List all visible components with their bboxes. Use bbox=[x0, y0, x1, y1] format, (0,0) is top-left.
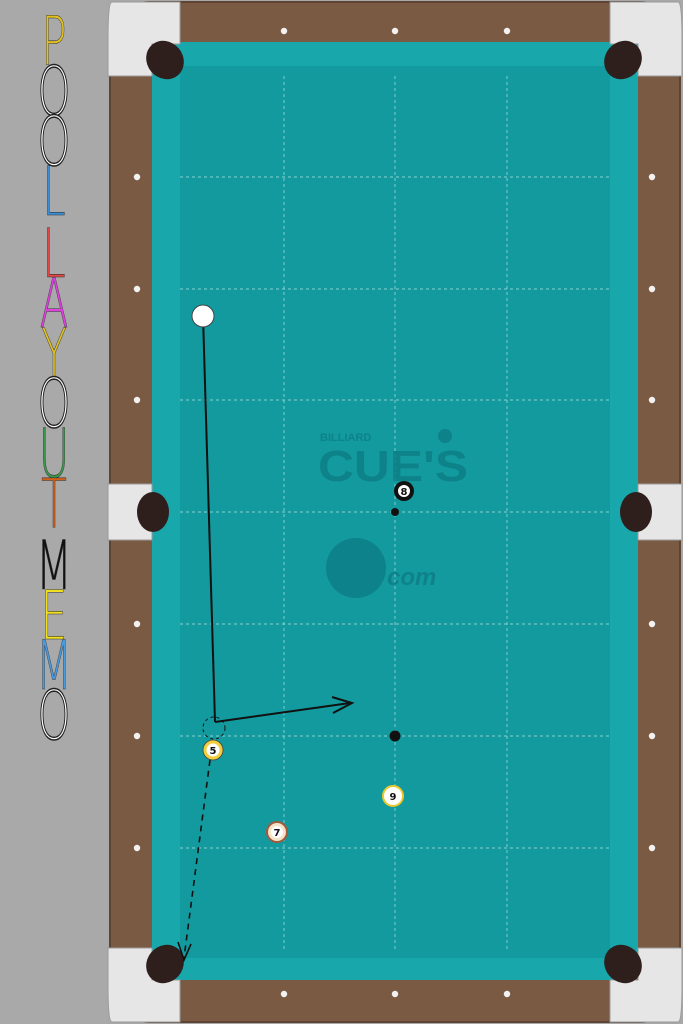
head-spot bbox=[391, 508, 399, 516]
diamond-marker-icon bbox=[133, 173, 141, 181]
diamond-marker-icon bbox=[648, 732, 656, 740]
pool-table[interactable]: BILLIARD CUE'S com 8 5 9 bbox=[107, 0, 683, 1024]
logo-big-text: CUE'S bbox=[318, 442, 468, 491]
diamond-marker-icon bbox=[648, 620, 656, 628]
pocket-icon bbox=[146, 40, 184, 80]
title-letter: O bbox=[37, 103, 71, 182]
diamond-marker-icon bbox=[133, 620, 141, 628]
diamond-marker-icon bbox=[648, 285, 656, 293]
diamond-marker-icon bbox=[391, 990, 399, 998]
ball-label: 8 bbox=[401, 487, 408, 498]
logo-small-text: BILLIARD bbox=[320, 432, 371, 444]
title-letter: P bbox=[41, 3, 67, 82]
diamond-marker-icon bbox=[133, 732, 141, 740]
diamond-marker-icon bbox=[280, 990, 288, 998]
title-letter: L bbox=[42, 153, 66, 232]
diamond-marker-icon bbox=[648, 396, 656, 404]
logo-disc-icon bbox=[326, 538, 386, 598]
pocket-icon bbox=[620, 492, 652, 532]
pocket-arrow-icon bbox=[177, 941, 192, 963]
cue-path-line bbox=[202, 315, 216, 723]
title-letter: A bbox=[39, 265, 69, 344]
ball-label: 7 bbox=[274, 828, 281, 839]
ball-9[interactable]: 9 bbox=[382, 785, 404, 807]
ball-7[interactable]: 7 bbox=[266, 821, 288, 843]
diamond-marker-icon bbox=[133, 285, 141, 293]
title-letter: O bbox=[37, 365, 71, 444]
logo-suffix-text: com bbox=[387, 564, 436, 591]
title-letter: O bbox=[37, 677, 71, 756]
shot-lines bbox=[177, 315, 355, 963]
diamond-marker-icon bbox=[648, 844, 656, 852]
foot-spot bbox=[389, 730, 401, 742]
aim-arrow-icon bbox=[331, 696, 355, 714]
title-letter: U bbox=[38, 415, 70, 494]
balls: 8 5 9 7 bbox=[191, 304, 414, 843]
pockets bbox=[137, 40, 652, 984]
pocket-icon bbox=[137, 492, 169, 532]
pocket-icon bbox=[604, 40, 642, 80]
diamond-marker-icon bbox=[133, 396, 141, 404]
corner-caps bbox=[107, 1, 683, 1023]
ball-label: 9 bbox=[390, 792, 397, 803]
title-letter: M bbox=[35, 627, 73, 706]
logo-ball-icon bbox=[438, 429, 452, 443]
ball-label: 5 bbox=[210, 746, 217, 757]
cue-deflection-line bbox=[214, 702, 351, 723]
diamond-marker-icon bbox=[503, 27, 511, 35]
diamond-marker-icon bbox=[280, 27, 288, 35]
diamond-marker-icon bbox=[503, 990, 511, 998]
ball-5[interactable]: 5 bbox=[202, 739, 224, 761]
title-letter: L bbox=[42, 215, 66, 294]
diamond-markers bbox=[133, 27, 656, 998]
pocket-icon bbox=[146, 944, 184, 984]
title-letter: T bbox=[41, 465, 67, 544]
cue-ball[interactable] bbox=[191, 304, 215, 328]
title-letter: O bbox=[37, 53, 71, 132]
pocket-icon bbox=[604, 944, 642, 984]
diamond-marker-icon bbox=[648, 173, 656, 181]
diamond-marker-icon bbox=[391, 27, 399, 35]
title-letter: Y bbox=[41, 315, 67, 394]
diamond-marker-icon bbox=[133, 844, 141, 852]
title-letter: E bbox=[40, 577, 68, 656]
watermark-logo: BILLIARD CUE'S com bbox=[318, 429, 468, 598]
title-letter: M bbox=[35, 527, 73, 606]
ghost-ball bbox=[202, 716, 226, 740]
ball-8[interactable]: 8 bbox=[394, 481, 414, 501]
object-path-line bbox=[183, 759, 211, 959]
